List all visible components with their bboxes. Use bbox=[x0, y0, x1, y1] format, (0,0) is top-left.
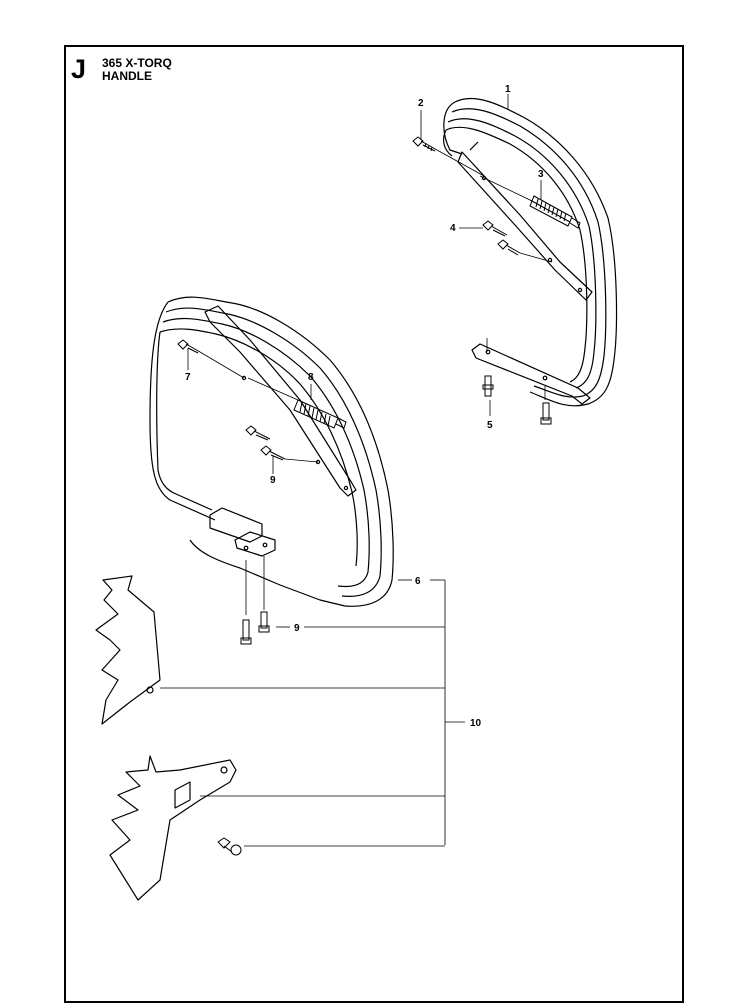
screw-10 bbox=[217, 837, 242, 856]
callout-1: 1 bbox=[505, 84, 511, 95]
screw-4b bbox=[497, 239, 553, 263]
callout-4: 4 bbox=[450, 223, 456, 234]
handle-lower bbox=[149, 296, 394, 607]
callout-7: 7 bbox=[185, 372, 191, 383]
screw-7 bbox=[177, 339, 245, 379]
screw-5b bbox=[540, 386, 552, 425]
model-name: 365 X-TORQ bbox=[102, 56, 172, 70]
page-frame bbox=[64, 45, 684, 1003]
damper-3 bbox=[479, 175, 581, 229]
callout-10: 10 bbox=[470, 718, 482, 729]
callout-9-upper: 9 bbox=[270, 475, 276, 486]
callout-6: 6 bbox=[415, 576, 421, 587]
screw-9c bbox=[240, 560, 252, 645]
screw-9a bbox=[245, 425, 271, 441]
spike-left bbox=[95, 575, 161, 725]
callout-9-lower: 9 bbox=[294, 623, 300, 634]
callout-2: 2 bbox=[418, 98, 424, 109]
screw-9d bbox=[258, 556, 270, 633]
callout-8: 8 bbox=[308, 372, 314, 383]
screw-2 bbox=[412, 136, 485, 177]
section-letter: J bbox=[71, 54, 87, 84]
screw-4a bbox=[482, 220, 508, 237]
spike-right bbox=[109, 755, 237, 901]
callout-5: 5 bbox=[487, 420, 493, 431]
leader-lines bbox=[160, 94, 542, 847]
screw-5a bbox=[482, 338, 494, 397]
screw-9b bbox=[260, 445, 319, 463]
damper-8 bbox=[247, 377, 347, 429]
callout-3: 3 bbox=[538, 169, 544, 180]
page-title: HANDLE bbox=[102, 69, 152, 83]
handle-upper bbox=[442, 97, 618, 407]
